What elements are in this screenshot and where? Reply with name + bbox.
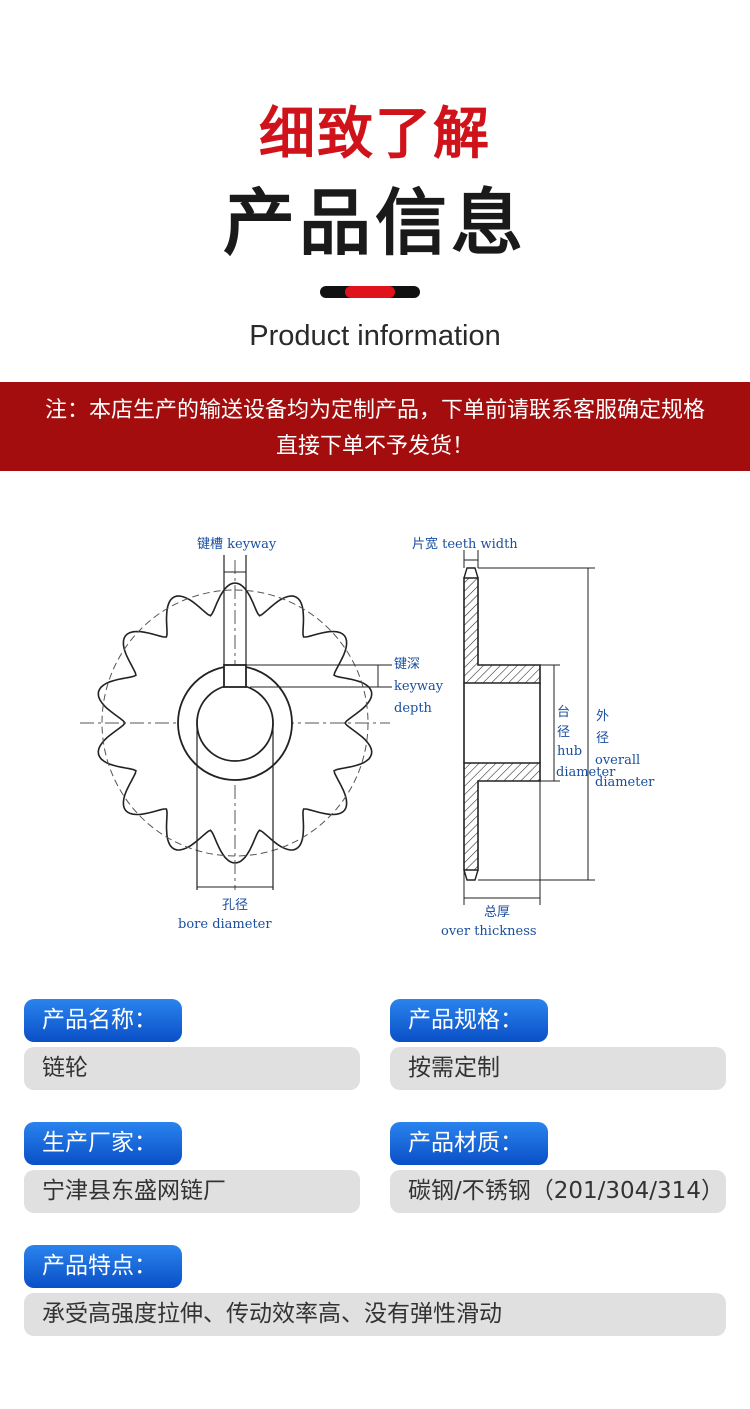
bore-circle	[196, 684, 274, 762]
spec-size-value: 按需定制	[390, 1047, 726, 1090]
title-black: 产品信息	[222, 181, 527, 265]
keyway-depth-label-cn: 键深	[394, 657, 420, 672]
bore-label-en: bore diameter	[178, 917, 272, 932]
title-red: 细致了解	[259, 102, 491, 167]
thickness-label-cn: 总厚	[484, 905, 510, 920]
teeth-width-label: 片宽 teeth width	[412, 536, 518, 552]
overall-label-cn1: 外	[596, 709, 609, 724]
spec-material-label: 产品材质：	[390, 1122, 548, 1165]
subtitle: Product information	[249, 320, 501, 352]
sprocket-side-section	[463, 550, 595, 905]
title-divider	[320, 286, 420, 298]
overall-label-en2: diameter	[595, 775, 655, 790]
spec-feature-value: 承受高强度拉伸、传动效率高、没有弹性滑动	[24, 1293, 726, 1336]
keyway-depth-label-en2: depth	[394, 701, 433, 716]
hub-label-en1: hub	[557, 744, 582, 759]
spec-feature-label: 产品特点：	[24, 1245, 182, 1288]
spec-material-value: 碳钢/不锈钢（201/304/314）	[390, 1170, 726, 1213]
hub-label-cn2: 径	[557, 725, 570, 740]
hub-label-cn1: 台	[557, 705, 570, 720]
overall-label-cn2: 径	[596, 731, 609, 746]
hub-label-en2: diameter	[556, 765, 616, 780]
spec-name-value: 链轮	[24, 1047, 360, 1090]
bore-label-cn: 孔径	[222, 898, 248, 913]
keyway-depth-label-en1: keyway	[394, 679, 444, 694]
spec-name-label: 产品名称：	[24, 999, 182, 1042]
spec-size-label: 产品规格：	[390, 999, 548, 1042]
spec-maker-value: 宁津县东盛网链厂	[24, 1170, 360, 1213]
spec-maker-label: 生产厂家：	[24, 1122, 182, 1165]
keyway-label: 键槽 keyway	[197, 537, 277, 552]
overall-label-en1: overall	[595, 753, 640, 768]
notice-line-1: 注：本店生产的输送设备均为定制产品，下单前请联系客服确定规格	[44, 398, 705, 423]
thickness-label-en: over thickness	[441, 924, 537, 939]
notice-banner: 注：本店生产的输送设备均为定制产品，下单前请联系客服确定规格 直接下单不予发货！	[0, 382, 750, 471]
sprocket-diagram: 键槽 keyway 键深 keyway depth 孔径 bore diamet…	[80, 536, 655, 939]
notice-line-2: 直接下单不予发货！	[275, 434, 474, 459]
keyway-slot	[223, 664, 247, 688]
